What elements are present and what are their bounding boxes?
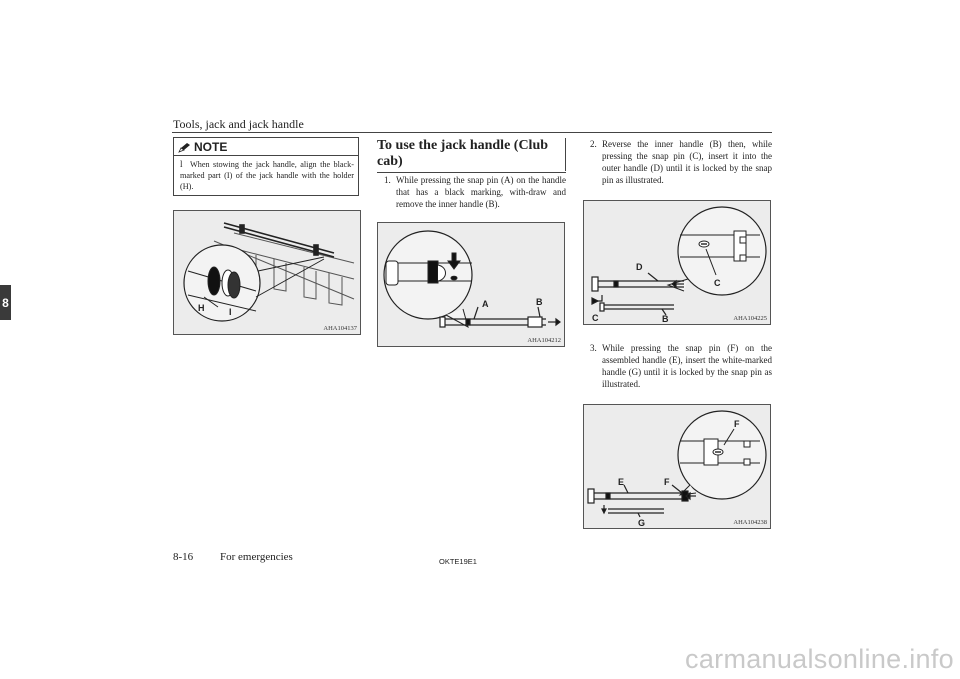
header-divider (172, 132, 772, 133)
label-c-lower: C (592, 313, 599, 323)
handle-assembly-illustration: E F F G (587, 410, 767, 528)
figure-handle-withdraw: A B AHA104212 (377, 222, 565, 347)
footer-page-number: 8-16 (173, 551, 194, 563)
step-number: 2. (590, 139, 597, 149)
figure-code: AHA104238 (733, 519, 767, 526)
label-a: A (482, 299, 489, 309)
label-h: H (198, 303, 205, 313)
label-b: B (662, 314, 669, 324)
label-i: I (229, 307, 232, 317)
label-f: F (664, 477, 670, 487)
footer-section-name: For emergencies (220, 551, 293, 563)
label-c: C (714, 278, 721, 288)
note-text: When stowing the jack handle, align the … (180, 160, 354, 191)
step-number: 1. (384, 175, 391, 185)
label-g: G (638, 518, 645, 528)
heading-rule-vertical (565, 138, 566, 171)
step-1: 1. While pressing the snap pin (A) on th… (384, 174, 566, 210)
label-d: D (636, 262, 643, 272)
note-bullet: l (180, 159, 183, 169)
label-b: B (536, 297, 543, 307)
step-text: While pressing the snap pin (F) on the a… (602, 343, 772, 389)
step-text: While pressing the snap pin (A) on the h… (396, 175, 566, 209)
note-header: NOTE (178, 140, 227, 154)
watermark: carmanualsonline.info (685, 644, 954, 674)
step-3: 3. While pressing the snap pin (F) on th… (590, 342, 772, 390)
running-header: Tools, jack and jack handle (173, 117, 304, 131)
figure-code: AHA104137 (323, 325, 357, 332)
note-pencil-icon (178, 142, 190, 153)
figure-handle-reverse-insert: D C C B AHA104225 (583, 200, 771, 325)
note-title: NOTE (194, 140, 228, 154)
figure-code: AHA104212 (527, 337, 561, 344)
step-number: 3. (590, 343, 597, 353)
label-e: E (618, 477, 624, 487)
heading-rule-horizontal (377, 172, 566, 173)
figure-handle-assembly: E F F G AHA104238 (583, 404, 771, 529)
figure-code: AHA104225 (733, 315, 767, 322)
chapter-tab: 8 (0, 285, 11, 320)
footer-doc-code: OKTE19E1 (439, 557, 477, 566)
handle-reverse-insert-illustration: D C C B (591, 206, 767, 324)
step-2: 2. Reverse the inner handle (B) then, wh… (590, 138, 772, 186)
jack-handle-stowed-illustration: H I (183, 222, 355, 322)
section-heading: To use the jack handle (Club cab) (377, 138, 549, 169)
handle-withdraw-illustration: A B (383, 230, 561, 329)
note-divider (174, 155, 358, 156)
label-f-zoom: F (734, 419, 740, 429)
step-text: Reverse the inner handle (B) then, while… (602, 139, 772, 185)
figure-jack-handle-stowed: H I AHA104137 (173, 210, 361, 335)
